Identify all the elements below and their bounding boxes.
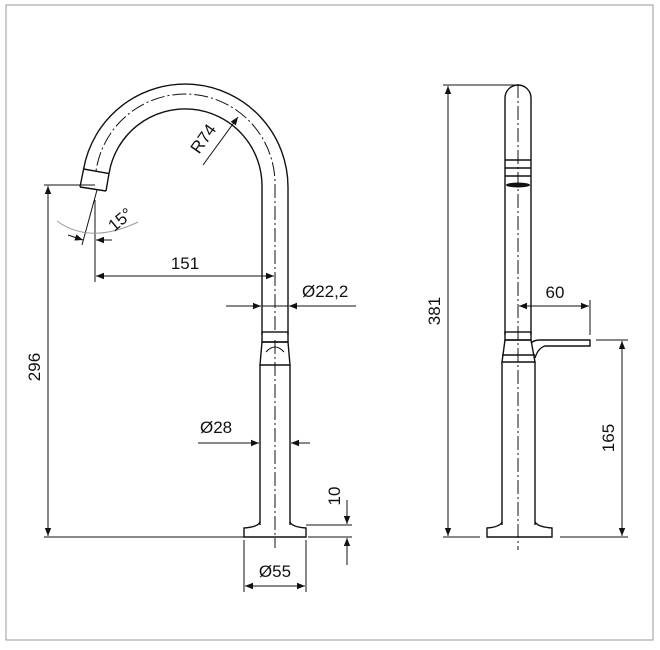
side-handle (530, 339, 591, 359)
base-diameter-label: Ø55 (259, 562, 291, 581)
reach-label: 151 (171, 254, 199, 273)
angle-label: 15° (105, 204, 137, 235)
angle-arc (56, 220, 139, 234)
spout-centerline (95, 93, 276, 330)
base-height-label: 10 (325, 487, 344, 506)
handle-length-label: 60 (546, 283, 565, 302)
side-base (486, 521, 553, 538)
base-plate (243, 521, 307, 538)
outlet-axis (81, 189, 98, 246)
side-spout (504, 84, 532, 335)
spout-outlet (79, 186, 107, 192)
spout-outer (79, 83, 289, 335)
radius-leader (202, 116, 239, 166)
height-label: 296 (25, 353, 44, 381)
drawing-frame (5, 4, 654, 641)
side-view: 381 60 165 (425, 84, 628, 550)
front-view: 296 151 15° R74 Ø22,2 Ø28 10 Ø55 (25, 83, 356, 592)
spout-diameter-label: Ø22,2 (302, 282, 348, 301)
total-height-label: 381 (425, 297, 444, 325)
spout-inner (105, 108, 263, 335)
radius-label: R74 (187, 121, 220, 157)
angle-arrow (67, 234, 84, 241)
spout-aerator-line (83, 168, 110, 175)
handle-height-label: 165 (599, 424, 618, 452)
body-diameter-label: Ø28 (200, 418, 232, 437)
